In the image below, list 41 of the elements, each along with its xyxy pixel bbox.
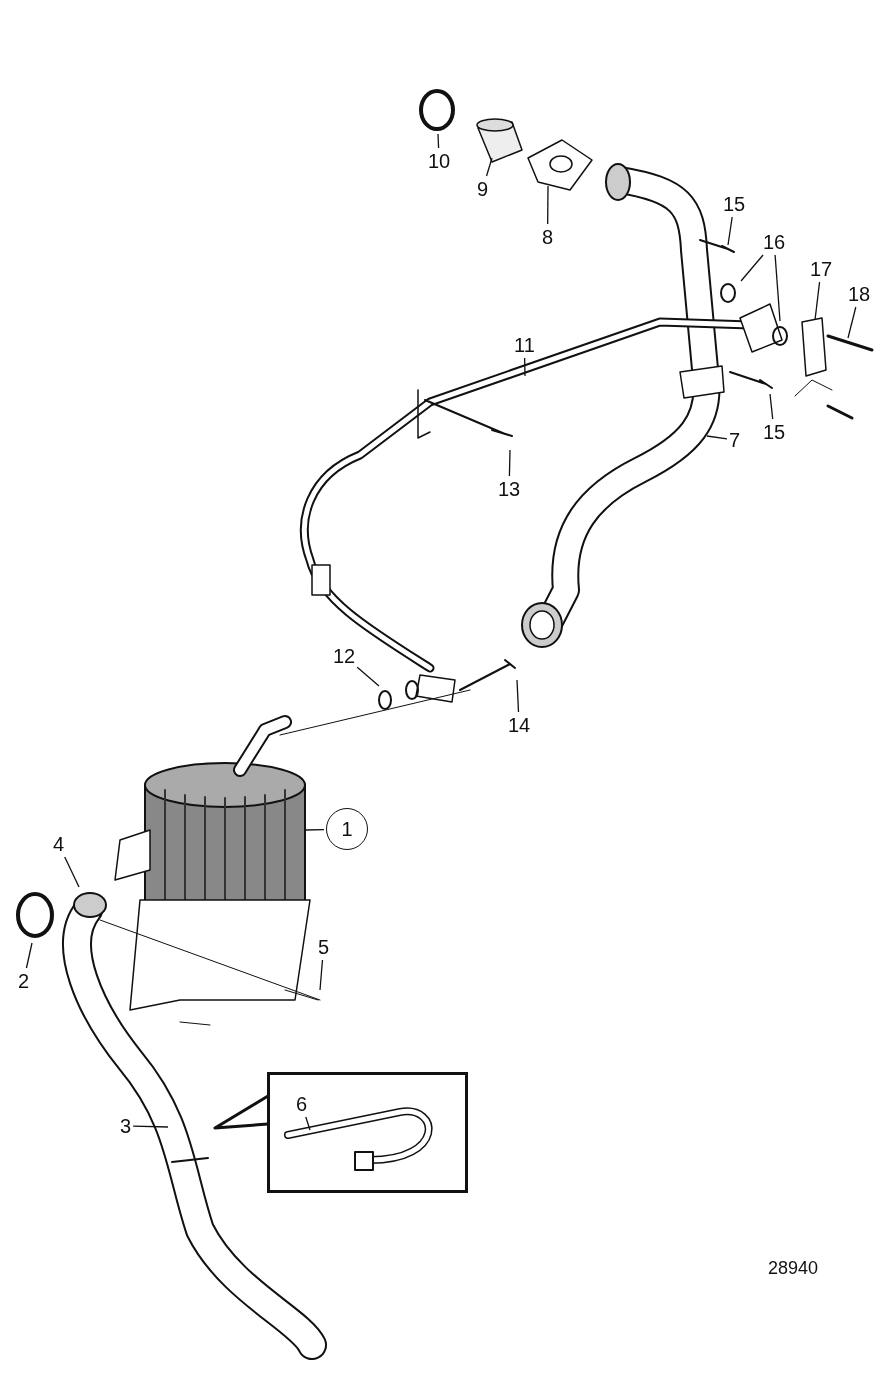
callout-number: 4 <box>53 833 65 855</box>
callout-number: 5 <box>318 936 330 958</box>
callout-number: 14 <box>508 714 531 736</box>
callout-number: 6 <box>296 1093 308 1115</box>
callout-number: 3 <box>120 1115 132 1137</box>
leader-line <box>740 254 764 282</box>
inset-frame <box>267 1072 468 1193</box>
leader-line <box>305 828 325 831</box>
leader-line <box>319 959 324 991</box>
drawing-number: 28940 <box>768 1258 819 1279</box>
leader-line <box>524 357 526 377</box>
callout-number: 13 <box>498 478 521 500</box>
leader-line <box>769 393 774 420</box>
callout-number: 17 <box>810 258 833 280</box>
leader-line <box>25 942 33 969</box>
callout-number: 9 <box>477 178 489 200</box>
leader-line <box>356 666 380 687</box>
leader-line <box>305 1116 311 1131</box>
leader-line <box>508 449 511 477</box>
callout-number: 2 <box>18 970 30 992</box>
leader-line <box>727 216 733 246</box>
callout-number: 18 <box>848 283 871 305</box>
leader-line <box>64 856 80 888</box>
callout-number: 12 <box>333 645 356 667</box>
leader-line <box>547 185 549 225</box>
callout-number: 16 <box>763 231 786 253</box>
callout-number: 15 <box>763 421 786 443</box>
callout-number: 7 <box>729 429 741 451</box>
callout-number: 1 <box>326 808 368 850</box>
leader-line <box>132 1125 169 1128</box>
leader-line <box>485 157 493 177</box>
leader-line <box>516 679 520 713</box>
leader-line <box>706 435 728 440</box>
leader-line <box>774 254 781 322</box>
leader-line <box>437 133 440 149</box>
leader-line <box>847 306 857 339</box>
callout-number: 11 <box>514 334 535 356</box>
callout-number: 15 <box>723 193 746 215</box>
callout-number: 8 <box>542 226 554 248</box>
leader-line <box>814 281 821 321</box>
callout-number: 10 <box>428 150 451 172</box>
